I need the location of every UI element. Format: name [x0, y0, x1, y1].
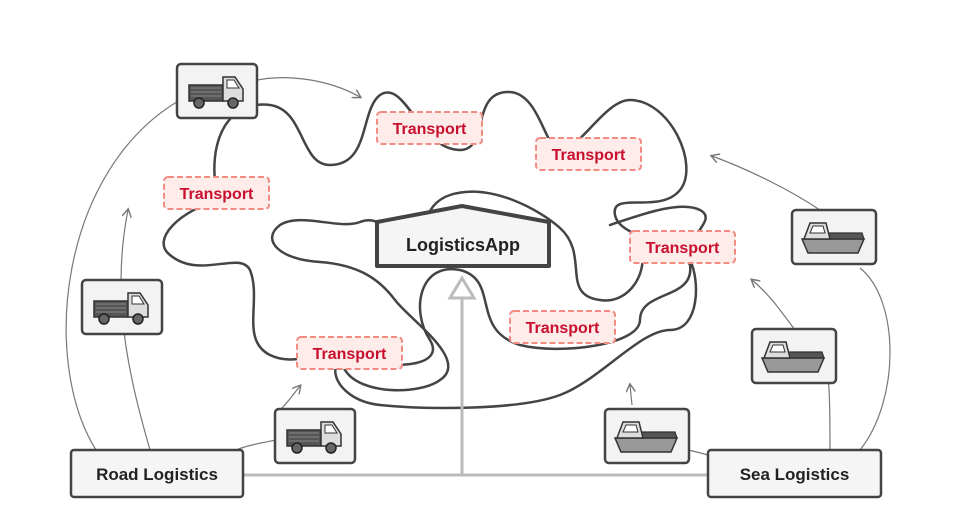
logistics-app-label: LogisticsApp [406, 235, 520, 255]
transport-label: Transport [313, 346, 387, 363]
truck-icon [175, 62, 259, 120]
logistics-app-box[interactable]: LogisticsApp [375, 204, 551, 268]
inheritance-arrow-icon [447, 275, 477, 300]
transport-label: Transport [646, 240, 720, 257]
transport-box[interactable]: Transport [163, 176, 270, 210]
transport-box[interactable]: Transport [509, 310, 616, 344]
sea-logistics-label: Sea Logistics [740, 465, 850, 484]
ship-icon [603, 407, 691, 465]
transport-label: Transport [552, 147, 626, 164]
road-logistics-box[interactable]: Road Logistics [69, 448, 245, 499]
transport-box[interactable]: Transport [535, 137, 642, 171]
tangled-dependency-curve-2 [162, 190, 644, 392]
road-logistics-label: Road Logistics [96, 465, 218, 484]
ship-icon [790, 208, 878, 266]
sea-logistics-box[interactable]: Sea Logistics [706, 448, 883, 499]
transport-label: Transport [526, 320, 600, 337]
truck-icon [80, 278, 164, 336]
ship-icon [750, 327, 838, 385]
truck-icon [273, 407, 357, 465]
transport-label: Transport [180, 186, 254, 203]
transport-box[interactable]: Transport [376, 111, 483, 145]
transport-label: Transport [393, 121, 467, 138]
transport-box[interactable]: Transport [629, 230, 736, 264]
transport-box[interactable]: Transport [296, 336, 403, 370]
